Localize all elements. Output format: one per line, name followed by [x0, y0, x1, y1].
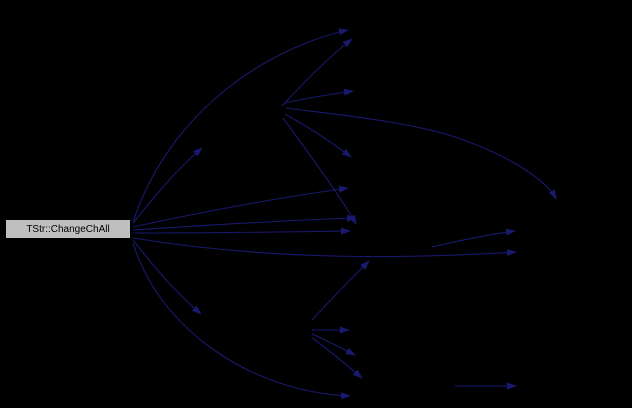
edge: [281, 38, 353, 107]
edge: [431, 228, 516, 248]
edge: [311, 333, 356, 356]
edges: [132, 28, 557, 400]
edge: [284, 113, 352, 158]
edge: [283, 88, 354, 104]
edge: [132, 214, 357, 231]
edge: [132, 185, 349, 228]
edge: [132, 237, 517, 258]
edge: [282, 117, 357, 225]
edge: [285, 107, 557, 200]
edge: [132, 147, 203, 224]
node-tstr-changechall: TStr::ChangeChAll: [5, 219, 131, 239]
edge: [311, 337, 363, 379]
edge: [132, 242, 351, 400]
edge: [132, 227, 351, 235]
edge: [132, 28, 349, 223]
edge: [132, 239, 202, 315]
edge: [311, 260, 370, 321]
